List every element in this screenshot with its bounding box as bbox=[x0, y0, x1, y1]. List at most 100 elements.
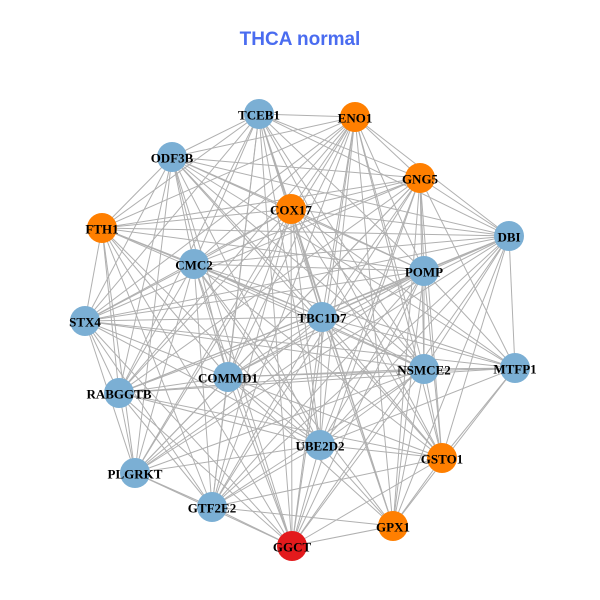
edge-commd1-ube2d2 bbox=[227, 376, 321, 446]
node-gpx1[interactable]: GPX1 bbox=[376, 511, 410, 541]
edge-rabggtb-gsto1 bbox=[118, 392, 443, 459]
node-pomp[interactable]: POMP bbox=[405, 256, 443, 286]
node-commd1[interactable]: COMMD1 bbox=[198, 362, 258, 392]
edge-nsmce2-gpx1 bbox=[392, 368, 425, 527]
edge-eno1-stx4 bbox=[84, 116, 356, 322]
edge-cox17-plgrkt bbox=[134, 208, 292, 474]
edge-dbi-mtfp1 bbox=[508, 235, 516, 369]
edge-gng5-fth1 bbox=[101, 177, 421, 229]
edge-cmc2-commd1 bbox=[193, 263, 229, 378]
edge-tceb1-gng5 bbox=[258, 113, 421, 179]
edge-odf3b-ggct bbox=[171, 156, 293, 547]
node-gng5[interactable]: GNG5 bbox=[402, 163, 439, 193]
edge-commd1-rabggtb bbox=[118, 376, 229, 394]
edge-pomp-ube2d2 bbox=[319, 270, 425, 446]
edges-layer bbox=[84, 113, 516, 547]
edge-eno1-cmc2 bbox=[193, 116, 356, 265]
edge-gsto1-ggct bbox=[291, 457, 443, 547]
edge-tbc1d7-commd1 bbox=[227, 316, 323, 378]
node-label: UBE2D2 bbox=[295, 439, 344, 454]
edge-tbc1d7-plgrkt bbox=[134, 316, 323, 474]
node-eno1[interactable]: ENO1 bbox=[338, 102, 373, 132]
node-label: GSTO1 bbox=[421, 452, 463, 467]
edge-tbc1d7-gsto1 bbox=[321, 316, 443, 459]
edge-odf3b-rabggtb bbox=[118, 156, 173, 394]
edge-eno1-pomp bbox=[354, 116, 425, 272]
node-nsmce2[interactable]: NSMCE2 bbox=[397, 354, 451, 384]
edge-gng5-rabggtb bbox=[118, 177, 421, 394]
edge-cox17-tbc1d7 bbox=[290, 208, 323, 318]
chart-title: THCA normal bbox=[239, 29, 361, 50]
edge-commd1-gtf2e2 bbox=[211, 376, 229, 508]
node-rabggtb[interactable]: RABGGTB bbox=[86, 378, 152, 408]
node-ggct[interactable]: GGCT bbox=[273, 531, 312, 561]
edge-odf3b-tbc1d7 bbox=[171, 156, 323, 318]
edge-pomp-stx4 bbox=[84, 270, 425, 322]
node-fth1[interactable]: FTH1 bbox=[85, 213, 119, 243]
edge-dbi-gsto1 bbox=[441, 235, 510, 459]
node-circle bbox=[305, 430, 335, 460]
edge-tceb1-stx4 bbox=[84, 113, 260, 322]
edge-gtf2e2-gpx1 bbox=[211, 506, 394, 527]
node-circle bbox=[427, 443, 457, 473]
edge-gng5-cox17 bbox=[290, 177, 421, 210]
node-circle bbox=[378, 511, 408, 541]
edge-ube2d2-ggct bbox=[291, 444, 321, 547]
edge-odf3b-mtfp1 bbox=[171, 156, 516, 369]
edge-fth1-dbi bbox=[101, 227, 510, 237]
edge-commd1-ggct bbox=[227, 376, 293, 547]
edge-cmc2-pomp bbox=[193, 263, 425, 272]
edge-gng5-ggct bbox=[291, 177, 421, 547]
node-gsto1[interactable]: GSTO1 bbox=[421, 443, 463, 473]
edge-cmc2-ggct bbox=[193, 263, 293, 547]
node-label: MTFP1 bbox=[493, 362, 536, 377]
edge-dbi-stx4 bbox=[84, 235, 510, 322]
edge-mtfp1-rabggtb bbox=[118, 367, 516, 394]
edge-cox17-gtf2e2 bbox=[211, 208, 292, 508]
edge-stx4-mtfp1 bbox=[84, 320, 516, 369]
node-label: ENO1 bbox=[338, 111, 373, 126]
node-tceb1[interactable]: TCEB1 bbox=[238, 99, 280, 129]
node-cox17[interactable]: COX17 bbox=[270, 194, 312, 224]
edge-tbc1d7-gpx1 bbox=[321, 316, 394, 527]
edge-tbc1d7-rabggtb bbox=[118, 316, 323, 394]
edge-commd1-gsto1 bbox=[227, 376, 443, 459]
node-dbi[interactable]: DBI bbox=[494, 221, 524, 251]
edge-fth1-ube2d2 bbox=[101, 227, 321, 446]
edge-pomp-gtf2e2 bbox=[211, 270, 425, 508]
node-plgrkt[interactable]: PLGRKT bbox=[108, 458, 163, 488]
edge-eno1-fth1 bbox=[101, 116, 356, 229]
edge-mtfp1-ube2d2 bbox=[319, 367, 516, 446]
node-circle bbox=[244, 99, 274, 129]
node-label: GGCT bbox=[273, 540, 312, 555]
edge-cox17-nsmce2 bbox=[290, 208, 425, 370]
edge-tbc1d7-mtfp1 bbox=[321, 316, 516, 369]
node-mtfp1[interactable]: MTFP1 bbox=[493, 353, 537, 383]
edge-nsmce2-gsto1 bbox=[423, 368, 443, 459]
edge-fth1-rabggtb bbox=[101, 227, 120, 394]
edge-cox17-fth1 bbox=[101, 208, 292, 229]
node-circle bbox=[87, 213, 117, 243]
node-circle bbox=[277, 531, 307, 561]
edge-cmc2-mtfp1 bbox=[193, 263, 516, 369]
node-ube2d2[interactable]: UBE2D2 bbox=[295, 430, 345, 460]
node-circle bbox=[494, 221, 524, 251]
edge-fth1-gtf2e2 bbox=[101, 227, 213, 508]
edge-gng5-tbc1d7 bbox=[321, 177, 421, 318]
edge-pomp-ggct bbox=[291, 270, 425, 547]
edge-eno1-gtf2e2 bbox=[211, 116, 356, 508]
node-tbc1d7[interactable]: TBC1D7 bbox=[297, 302, 347, 332]
edge-odf3b-gng5 bbox=[171, 156, 421, 179]
edge-tceb1-cmc2 bbox=[193, 113, 260, 265]
edge-tceb1-odf3b bbox=[171, 113, 260, 158]
edge-eno1-cox17 bbox=[290, 116, 356, 210]
node-stx4[interactable]: STX4 bbox=[69, 306, 101, 336]
edge-ube2d2-gpx1 bbox=[319, 444, 394, 527]
node-label: GNG5 bbox=[402, 172, 439, 187]
node-odf3b[interactable]: ODF3B bbox=[151, 142, 194, 172]
node-label: GTF2E2 bbox=[188, 501, 236, 516]
edge-gng5-dbi bbox=[419, 177, 510, 237]
node-gtf2e2[interactable]: GTF2E2 bbox=[188, 492, 236, 522]
edge-pomp-rabggtb bbox=[118, 270, 425, 394]
node-cmc2[interactable]: CMC2 bbox=[175, 249, 213, 279]
